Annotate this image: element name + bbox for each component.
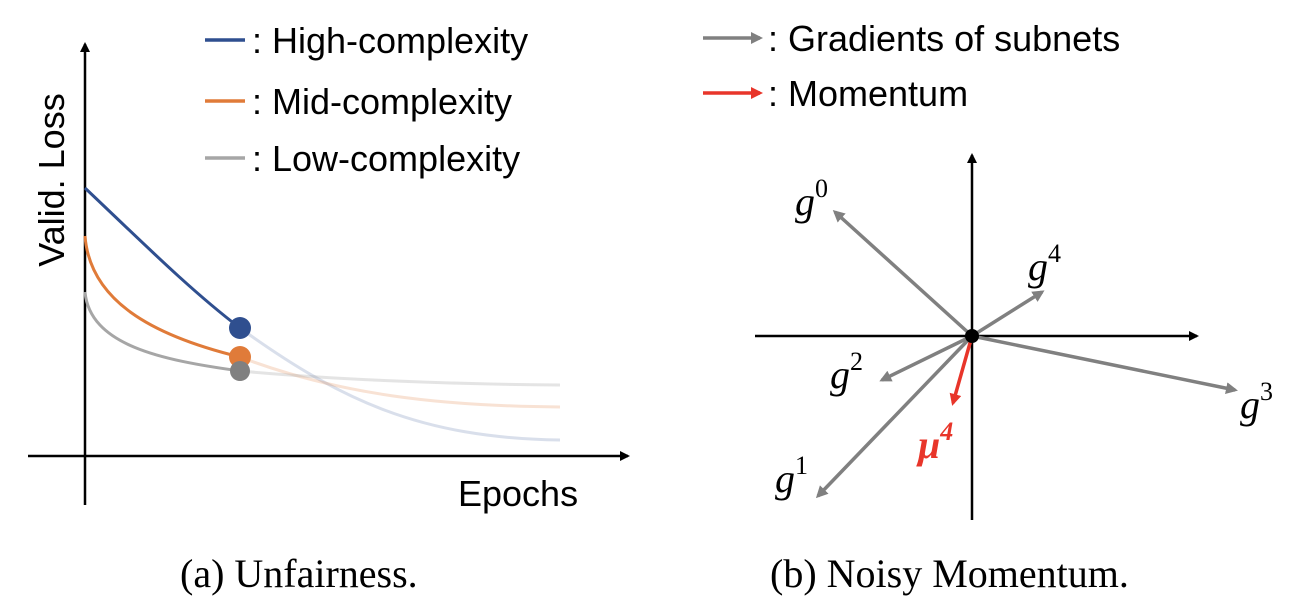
mid-complexity-marker [229, 346, 251, 368]
gradient-vector-g4 [971, 290, 1045, 338]
gradient-vector-g3 [971, 334, 1238, 395]
mid-complexity-curve-faded [239, 355, 561, 409]
high-complexity-marker [229, 317, 251, 339]
legend-label-momentum: : Momentum [768, 73, 968, 114]
gradient-vector-g1 [815, 334, 974, 499]
legend-b: : Gradients of subnets : Momentum [703, 18, 1120, 114]
label-g0: g0 [795, 174, 828, 224]
legend-label-high: : High-complexity [252, 20, 528, 61]
y-axis-label: Valid. Loss [31, 93, 72, 266]
x-axis-label: Epochs [458, 473, 578, 514]
legend-label-low: : Low-complexity [252, 138, 520, 179]
origin-point [965, 329, 979, 343]
mid-complexity-curve [83, 235, 241, 359]
label-g4: g4 [1028, 239, 1061, 289]
label-g2: g2 [830, 347, 863, 397]
label-g1: g1 [775, 451, 808, 501]
panel-noisy-momentum: : Gradients of subnets : Momentum g0 g1 … [703, 18, 1273, 596]
high-complexity-curve [83, 186, 241, 330]
low-complexity-curve-faded [239, 369, 561, 387]
gradient-vector-g2 [879, 334, 973, 382]
legend-label-mid: : Mid-complexity [252, 81, 512, 122]
caption-b: (b) Noisy Momentum. [770, 551, 1129, 596]
low-complexity-marker [230, 361, 250, 381]
caption-a: (a) Unfairness. [180, 551, 418, 596]
label-g3: g3 [1240, 377, 1273, 427]
label-mu4: μ4 [916, 417, 953, 467]
legend-a: : High-complexity : Mid-complexity : Low… [205, 20, 528, 179]
high-complexity-curve-faded [239, 326, 561, 442]
low-complexity-curve [83, 291, 241, 373]
legend-label-gradients: : Gradients of subnets [768, 18, 1120, 59]
gradient-vector-g0 [832, 209, 974, 338]
momentum-vector [949, 335, 974, 406]
panel-unfairness: Valid. Loss Epochs : High-complexity : M… [28, 20, 630, 596]
